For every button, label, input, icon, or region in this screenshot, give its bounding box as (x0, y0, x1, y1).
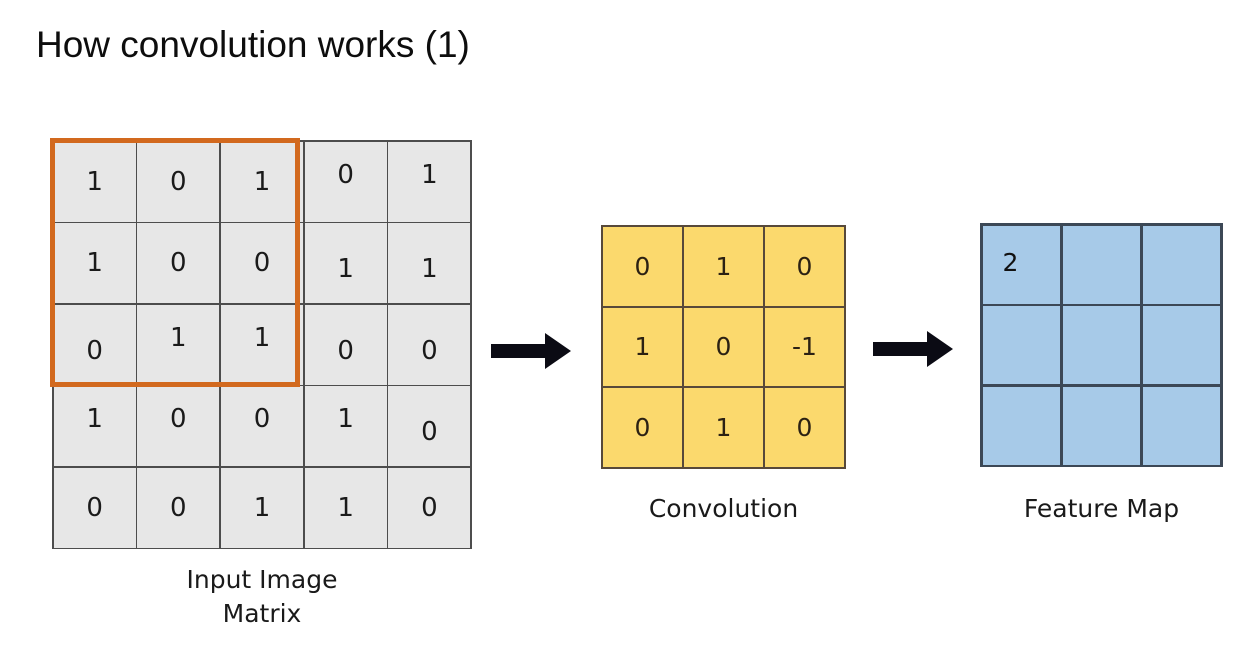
feature-map-cell-r1c2 (1142, 306, 1221, 384)
kernel-cell-r0c1: 1 (684, 227, 763, 306)
input-cell-r2c0: 0 (53, 304, 136, 385)
input-cell-r4c1: 0 (137, 467, 220, 548)
input-cell-r0c2: 1 (220, 141, 304, 222)
input-cell-r4c4: 0 (388, 467, 471, 548)
input-cell-r4c3: 1 (304, 467, 387, 548)
input-cell-r0c1: 0 (137, 141, 220, 222)
input-cell-r1c1: 0 (137, 223, 220, 303)
feature-map-cell-r1c0 (982, 306, 1061, 384)
feature-map-cell-r2c1 (1062, 386, 1141, 465)
input-cell-r3c4: 0 (388, 386, 471, 466)
feature-map-cell-r2c2 (1142, 386, 1221, 465)
input-cell-r4c2: 1 (220, 467, 304, 548)
input-cell-r1c2: 0 (220, 223, 304, 303)
kernel-cell-r2c0: 0 (603, 388, 682, 467)
input-cell-r2c2: 1 (220, 304, 304, 385)
input-cell-r3c0: 1 (53, 386, 136, 466)
input-cell-r1c0: 1 (53, 223, 136, 303)
kernel-cell-r1c2: -1 (765, 307, 844, 387)
arrow-kernel-to-feature-map-icon (871, 328, 955, 375)
input-cell-r2c3: 0 (304, 304, 387, 385)
kernel-cell-r2c2: 0 (765, 388, 844, 467)
input-cell-r3c1: 0 (137, 386, 220, 466)
feature-map-cell-r0c2 (1142, 225, 1221, 304)
input-cell-r1c3: 1 (304, 223, 387, 303)
feature-map-caption: Feature Map (1023, 494, 1180, 523)
feature-map-cell-r2c0 (982, 386, 1061, 465)
input-image-matrix: 1 0 1 0 1 1 0 0 1 1 0 1 1 0 0 1 0 0 1 0 … (52, 140, 472, 549)
arrow-input-to-kernel-icon (489, 330, 573, 377)
input-cell-r0c3: 0 (304, 141, 387, 222)
input-cell-r0c4: 1 (388, 141, 471, 222)
kernel-cell-r0c2: 0 (765, 227, 844, 306)
input-cell-r4c0: 0 (53, 467, 136, 548)
input-cell-r2c1: 1 (137, 304, 220, 385)
kernel-cell-r0c0: 0 (603, 227, 682, 306)
input-image-matrix-caption: Input Image Matrix (186, 565, 338, 628)
input-cell-r3c2: 0 (220, 386, 304, 466)
feature-map-cell-r0c1 (1062, 225, 1141, 304)
input-cell-r1c4: 1 (388, 223, 471, 303)
convolution-caption: Convolution (648, 494, 799, 523)
page-title: How convolution works (1) (36, 24, 470, 65)
input-cell-r0c0: 1 (53, 141, 136, 222)
kernel-cell-r2c1: 1 (684, 388, 763, 467)
feature-map-matrix: 2 (980, 223, 1223, 467)
kernel-cell-r1c0: 1 (603, 307, 682, 387)
feature-map-cell-r0c0: 2 (982, 225, 1061, 304)
feature-map-cell-r1c1 (1062, 306, 1141, 384)
convolution-kernel-matrix: 0 1 0 1 0 -1 0 1 0 (601, 225, 846, 469)
feature-map-value-r0c0: 2 (1002, 247, 1019, 277)
input-cell-r2c4: 0 (388, 304, 471, 385)
kernel-cell-r1c1: 0 (684, 307, 763, 387)
input-cell-r3c3: 1 (304, 386, 387, 466)
